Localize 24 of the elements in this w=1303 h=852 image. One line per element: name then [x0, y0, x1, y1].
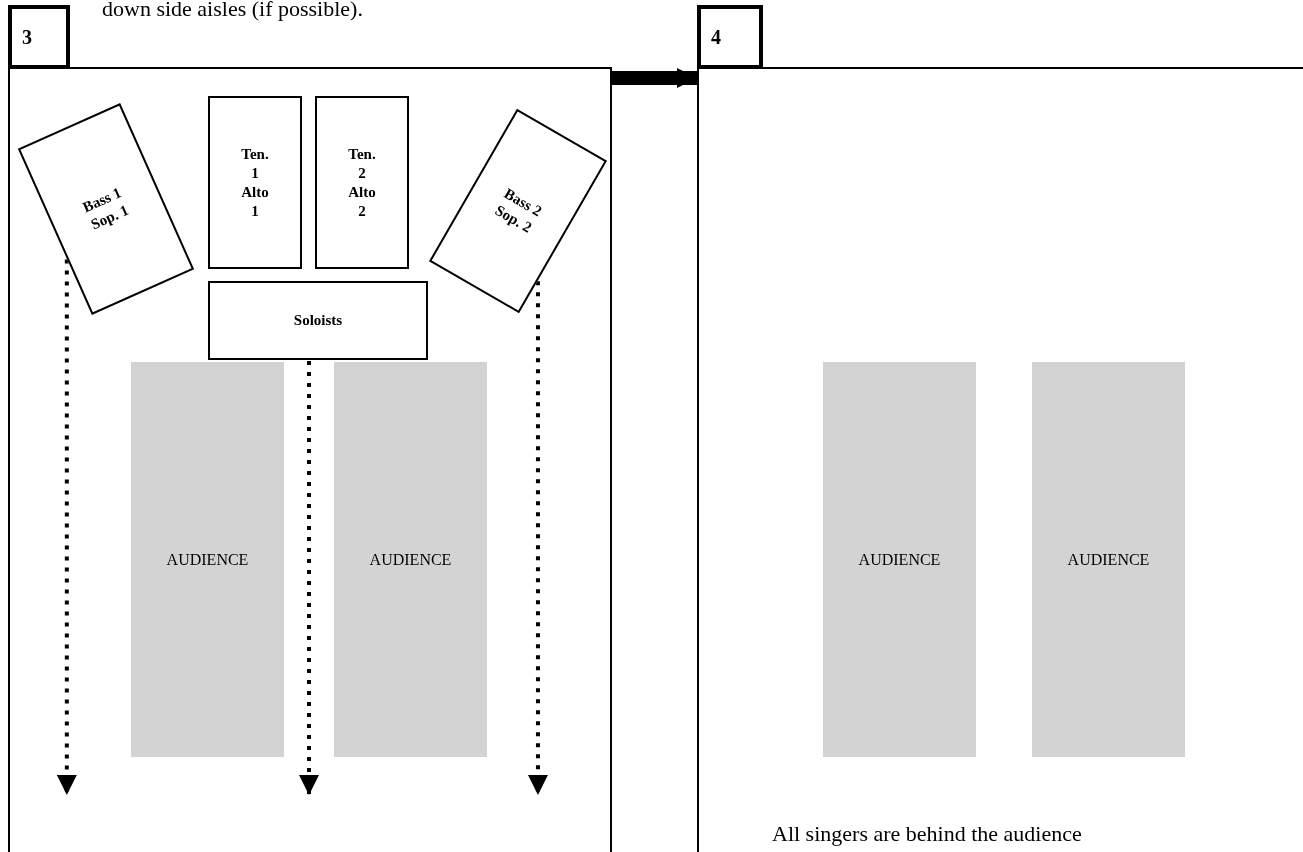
choir-section-box	[208, 96, 302, 269]
section-label: Ten. 1 Alto 1	[240, 144, 270, 221]
choir-section-box	[208, 281, 428, 360]
instruction-text: down side aisles (if possible).	[102, 0, 363, 22]
seating-label: AUDIENCE	[1067, 550, 1150, 569]
panel-number: 3	[8, 5, 70, 69]
seating-label: AUDIENCE	[369, 550, 452, 569]
section-label: Bass 2 Sop. 2	[491, 184, 546, 238]
audience-seating-block	[823, 362, 976, 757]
seating-label: AUDIENCE	[858, 550, 941, 569]
thick-arrow	[612, 68, 697, 88]
section-label: Bass 1 Sop. 1	[79, 183, 132, 235]
audience-seating-block	[334, 362, 487, 757]
dotted-arrow	[527, 281, 548, 795]
section-label: Ten. 2 Alto 2	[347, 144, 377, 221]
audience-seating-block	[1032, 362, 1185, 757]
seating-label: AUDIENCE	[166, 550, 249, 569]
dotted-arrow	[299, 361, 319, 795]
note-text: All singers are behind the audience	[772, 821, 1082, 847]
audience-seating-block	[131, 362, 284, 757]
section-label: Soloists	[293, 311, 343, 330]
dotted-arrow	[56, 259, 77, 795]
panel-number: 4	[697, 5, 763, 69]
choir-section-box	[315, 96, 409, 269]
